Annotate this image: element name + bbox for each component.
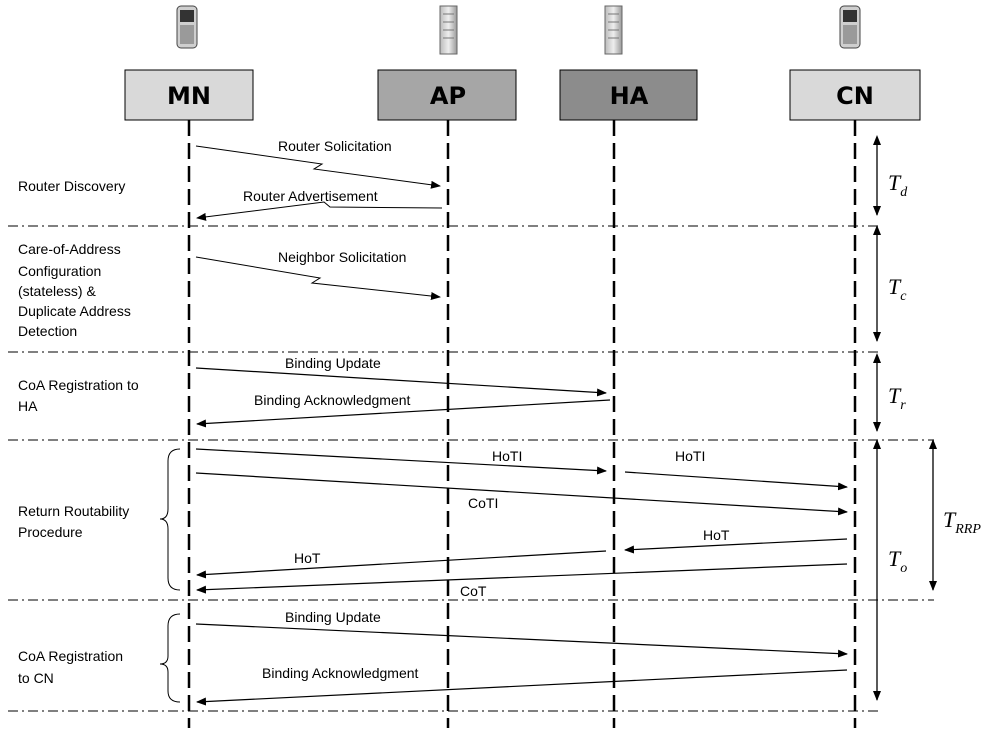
phase-separators: [8, 225, 934, 712]
label-hot-2: HoT: [294, 550, 321, 566]
arrow-binding-ack-cn: [196, 669, 848, 706]
phase-coa-config-line-1: Care-of-Address: [18, 241, 121, 257]
arrow-binding-ack-ha: [196, 399, 611, 428]
entity-ap: AP: [377, 69, 517, 121]
timing-tr-sub: r: [900, 398, 906, 413]
entity-mn: MN: [124, 69, 254, 121]
arrow-hoti-ha-cn: [624, 471, 848, 491]
phase-coa-reg-ha-line-1: CoA Registration to: [18, 377, 139, 393]
timing-trrp-sub: RRP: [954, 522, 981, 537]
arrow-neighbor-solicitation: [195, 256, 441, 300]
timing-tc-symbol: T: [888, 274, 902, 299]
arrow-hoti-mn-ha: [195, 448, 607, 475]
phase-rr-line-1: Return Routability: [18, 503, 129, 519]
phase-coa-config-line-2: Configuration: [18, 263, 101, 279]
label-coti: CoTI: [468, 495, 498, 511]
timing-trrp: TRRP: [943, 507, 981, 537]
entity-ha-label: HA: [610, 82, 649, 110]
phase-router-discovery: Router Discovery: [18, 178, 125, 194]
label-router-advertisement: Router Advertisement: [243, 188, 378, 204]
label-neighbor-solicitation: Neighbor Solicitation: [278, 249, 406, 265]
phase-coa-reg-cn-line-1: CoA Registration: [18, 648, 123, 664]
timing-trrp-symbol: T: [943, 507, 957, 532]
phase-coa-registration-ha: CoA Registration to HA: [18, 377, 143, 414]
label-binding-update-ha: Binding Update: [285, 355, 381, 371]
ap-server-icon: [439, 5, 458, 55]
brace-coa-registration-cn: [159, 613, 181, 703]
phase-coa-reg-cn-line-2: to CN: [18, 670, 54, 686]
arrow-router-solicitation: [195, 145, 441, 189]
arrow-binding-update-cn: [195, 623, 848, 658]
timing-tc-sub: c: [900, 289, 907, 304]
arrow-hot-ha-mn: [196, 550, 607, 579]
entity-ap-label: AP: [430, 82, 466, 110]
label-hoti-1: HoTI: [492, 448, 522, 464]
arrow-router-advertisement: [196, 201, 443, 221]
entity-cn: CN: [789, 69, 921, 121]
phase-coa-config-line-4: Duplicate Address: [18, 303, 131, 319]
entity-ha: HA: [559, 69, 698, 121]
timing-tr: Tr: [888, 383, 906, 413]
timing-tr-symbol: T: [888, 383, 902, 408]
phase-coa-registration-cn: CoA Registration to CN: [18, 648, 127, 686]
label-binding-ack-cn: Binding Acknowledgment: [262, 665, 419, 681]
phase-coa-config-line-5: Detection: [18, 323, 77, 339]
arrow-hot-cn-ha: [624, 538, 848, 554]
label-binding-update-cn: Binding Update: [285, 609, 381, 625]
phase-coa-configuration: Care-of-Address Configuration (stateless…: [18, 241, 135, 339]
mn-phone-icon: [176, 5, 198, 49]
cn-phone-icon: [839, 5, 861, 49]
brace-return-routability: [159, 448, 181, 591]
label-router-solicitation: Router Solicitation: [278, 138, 392, 154]
timing-tc: Tc: [888, 274, 907, 304]
ha-server-icon: [604, 5, 623, 55]
timing-td-sub: d: [900, 185, 908, 200]
label-binding-ack-ha: Binding Acknowledgment: [254, 392, 411, 408]
timing-td-symbol: T: [888, 170, 902, 195]
phase-return-routability: Return Routability Procedure: [18, 503, 133, 540]
arrow-cot: [196, 563, 848, 594]
timing-to-symbol: T: [888, 546, 902, 571]
entity-mn-label: MN: [167, 82, 211, 110]
timing-td: Td: [888, 170, 908, 200]
label-cot: CoT: [460, 583, 487, 599]
arrow-coti: [195, 472, 848, 516]
phase-rr-line-2: Procedure: [18, 524, 83, 540]
timing-to-sub: o: [900, 561, 907, 576]
label-hot-1: HoT: [703, 527, 730, 543]
phase-router-discovery-line-1: Router Discovery: [18, 178, 125, 194]
entity-cn-label: CN: [836, 82, 874, 110]
timing-to: To: [888, 546, 907, 576]
phase-coa-reg-ha-line-2: HA: [18, 398, 38, 414]
phase-coa-config-line-3: (stateless) &: [18, 283, 96, 299]
label-hoti-2: HoTI: [675, 448, 705, 464]
arrow-binding-update-ha: [195, 367, 607, 397]
